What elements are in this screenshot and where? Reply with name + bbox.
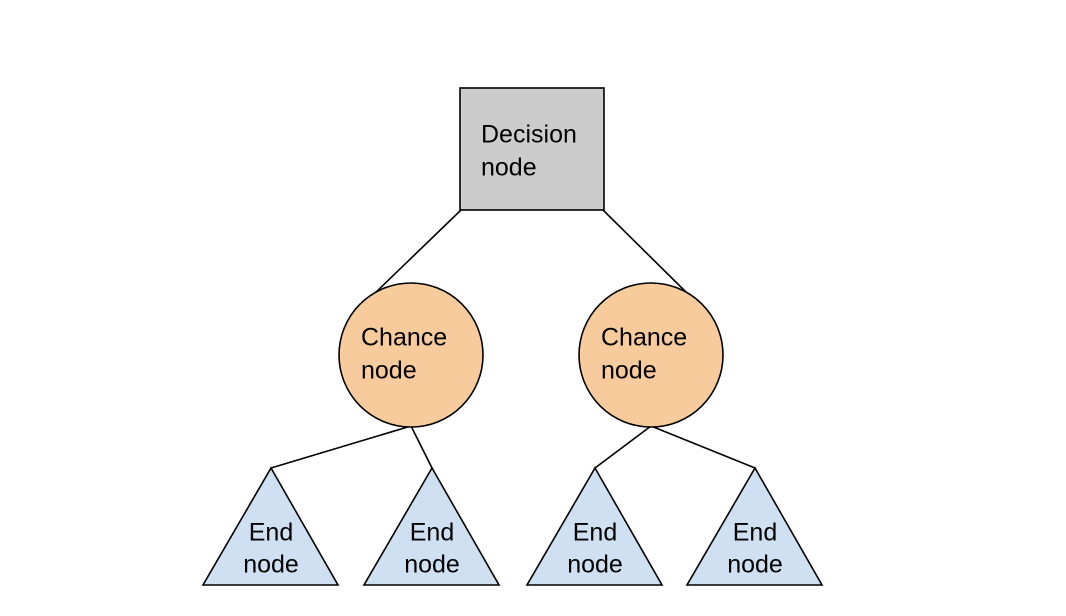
- edge-chance-left-to-end-2: [410, 425, 433, 469]
- chance-node-left-circle[interactable]: [338, 282, 484, 428]
- decision-node-label-line1: Decision: [481, 121, 577, 149]
- decision-node-label-line2: node: [481, 154, 537, 182]
- end-node-2-label-line2: node: [404, 551, 460, 579]
- edge-chance-left-to-end-1: [270, 425, 412, 469]
- connector-group: [270, 209, 756, 469]
- end-node-1-triangle[interactable]: [201, 466, 340, 586]
- end-node-1-label-line1: End: [249, 519, 293, 547]
- chance-node-right-label-line1: Chance: [601, 324, 687, 352]
- edge-chance-right-to-end-3: [594, 425, 652, 469]
- end-node-3-label-line2: node: [567, 551, 623, 579]
- end-node-1[interactable]: End node: [201, 466, 340, 586]
- end-node-2-triangle[interactable]: [362, 466, 501, 586]
- decision-node-rect[interactable]: [459, 87, 605, 211]
- end-node-3[interactable]: End node: [525, 466, 664, 586]
- end-node-2-label-line1: End: [410, 519, 454, 547]
- end-node-4[interactable]: End node: [685, 466, 824, 586]
- chance-node-left[interactable]: Chance node: [338, 282, 484, 428]
- end-node-4-label-line1: End: [733, 519, 777, 547]
- chance-node-right-circle[interactable]: [578, 282, 724, 428]
- edge-decision-to-chance-left: [371, 209, 462, 297]
- end-node-1-label-line2: node: [243, 551, 299, 579]
- edge-decision-to-chance-right: [602, 209, 691, 297]
- end-node-3-label-line1: End: [573, 519, 617, 547]
- chance-node-left-label-line2: node: [361, 357, 417, 385]
- edge-chance-right-to-end-4: [650, 425, 756, 469]
- end-node-4-triangle[interactable]: [685, 466, 824, 586]
- end-node-3-triangle[interactable]: [525, 466, 664, 586]
- end-node-2[interactable]: End node: [362, 466, 501, 586]
- chance-node-left-label-line1: Chance: [361, 324, 447, 352]
- decision-node[interactable]: Decision node: [459, 87, 605, 211]
- chance-node-right[interactable]: Chance node: [578, 282, 724, 428]
- chance-node-right-label-line2: node: [601, 357, 657, 385]
- end-node-4-label-line2: node: [727, 551, 783, 579]
